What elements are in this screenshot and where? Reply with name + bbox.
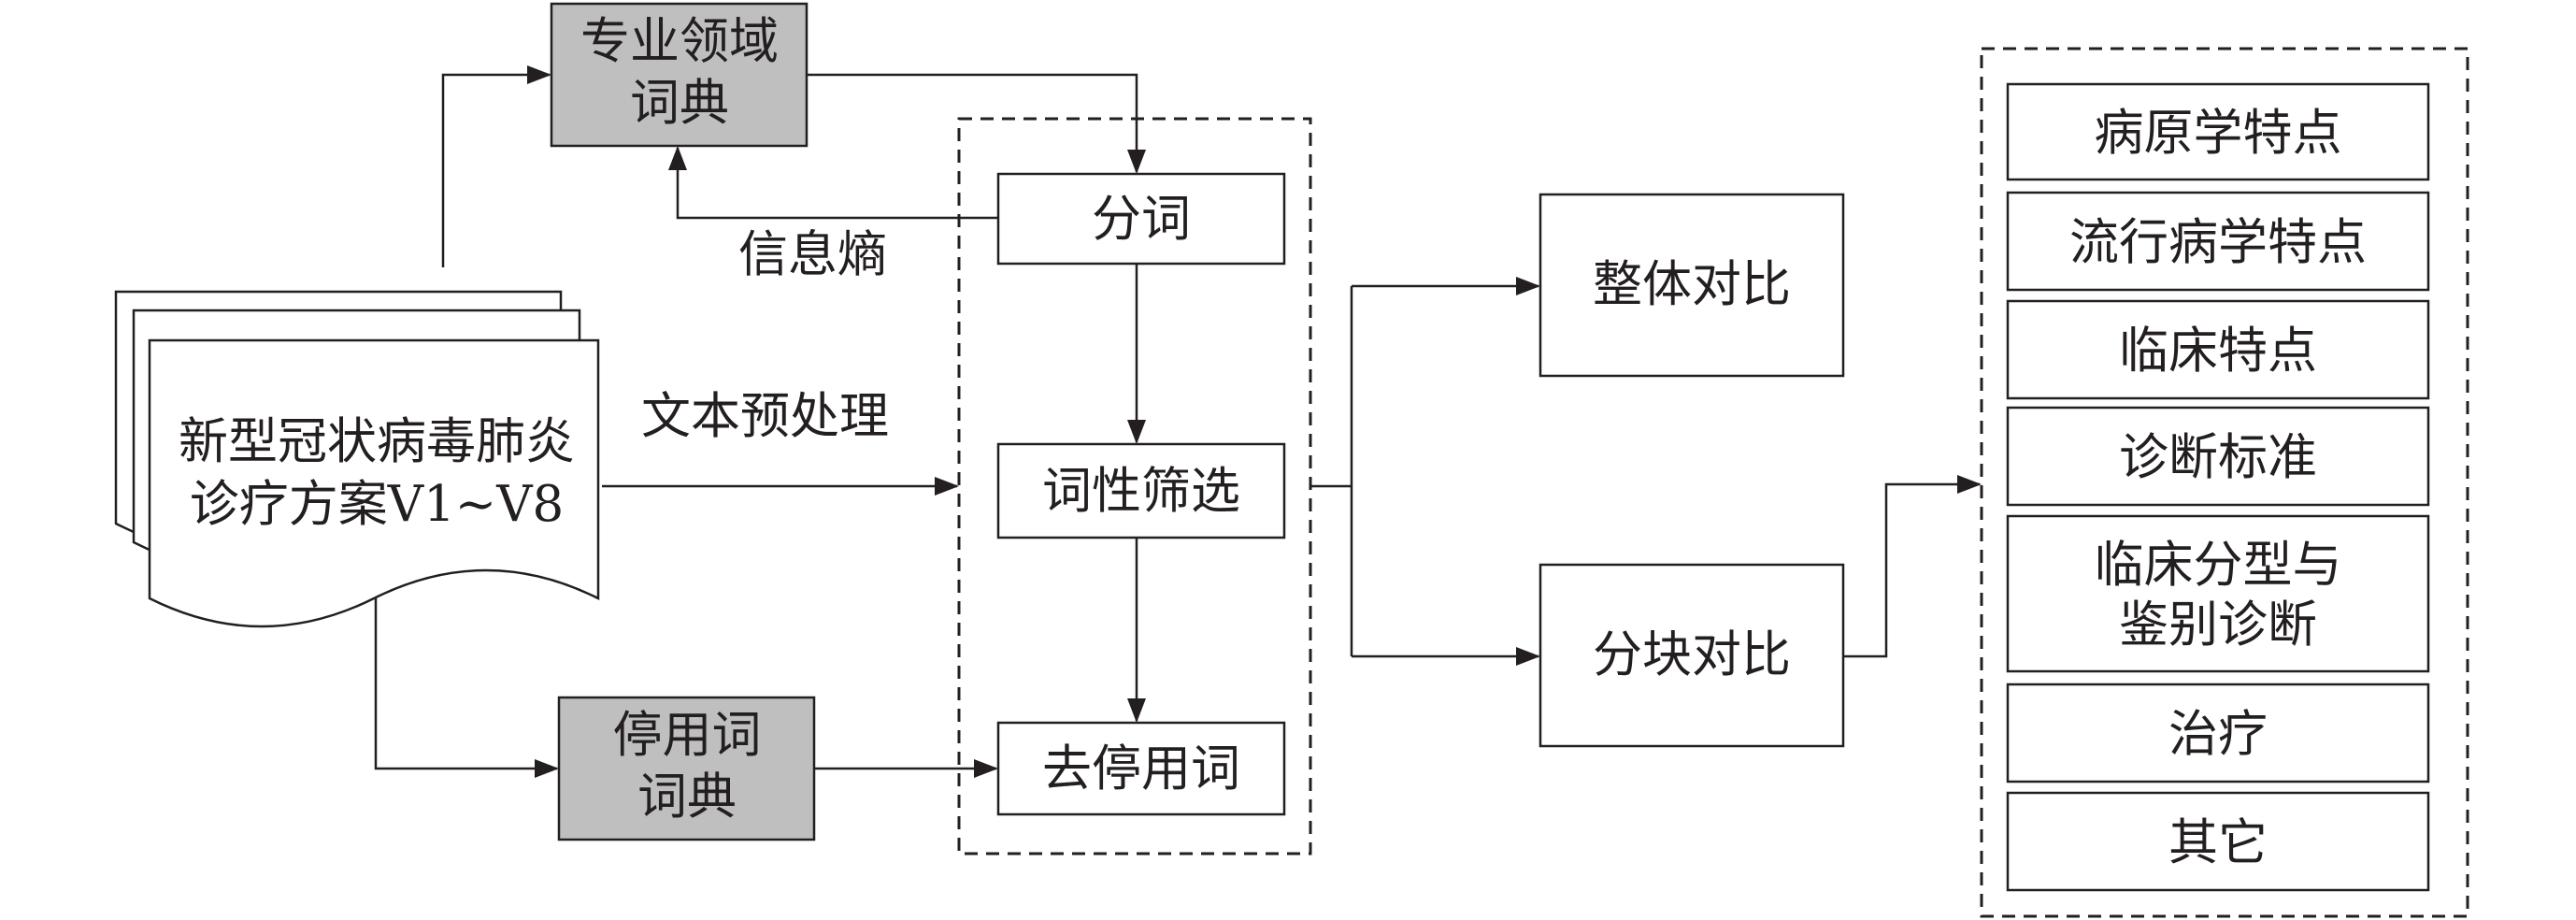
document-stack: 新型冠状病毒肺炎 诊疗方案V1~V8 [114,290,600,628]
pos-filter-box [996,442,1286,539]
preprocess-label: 文本预处理 [641,388,889,445]
section-box [2006,82,2430,181]
arrow-block-compare-to-sections [1843,475,1982,658]
segmentation-box [996,172,1286,266]
section-label: 诊断标准 [2119,429,2317,486]
segmentation-label: 分词 [1092,191,1191,248]
document-page-front [148,338,600,628]
arrow-segmentation-to-domain-dictionary [668,146,998,220]
remove-stopwords-label: 去停用词 [1042,740,1240,798]
section-box [2006,683,2430,783]
arrow-docs-to-stopword-dictionary [374,598,559,778]
section-label: 病原学特点 [2095,105,2342,162]
pos-filter-label: 词性筛选 [1042,463,1240,520]
section-box [2006,406,2430,507]
stopword-dictionary-box [557,696,816,841]
section-box [2006,514,2430,673]
block-compare-box [1538,563,1845,748]
domain-dictionary-line2: 词典 [630,75,729,132]
document-title-line2: 诊疗方案V1~V8 [190,476,564,533]
remove-stopwords-box [996,721,1286,816]
section-label: 治疗 [2168,706,2268,763]
section-label: 临床特点 [2119,323,2317,380]
document-title-line1: 新型冠状病毒肺炎 [179,413,575,470]
stopword-dictionary-line2: 词典 [637,769,737,826]
section-box [2006,191,2430,292]
section-label: 鉴别诊断 [2119,597,2317,654]
domain-dictionary-box [550,2,809,148]
section-box [2006,791,2430,892]
section-box [2006,299,2430,400]
stopword-dictionary-line1: 停用词 [613,707,762,764]
sections-group [1980,47,2469,918]
section-label: 流行病学特点 [2069,214,2367,271]
section-label: 其它 [2168,814,2268,871]
overall-compare-box [1538,193,1845,378]
arrow-domain-dictionary-to-segmentation [807,73,1146,174]
section-label: 临床分型与 [2095,537,2342,594]
overall-compare-label: 整体对比 [1593,256,1791,313]
block-compare-label: 分块对比 [1593,626,1791,683]
entropy-label: 信息熵 [738,226,887,283]
arrow-docs-to-domain-dictionary [441,65,551,267]
domain-dictionary-line1: 专业领域 [580,13,779,70]
